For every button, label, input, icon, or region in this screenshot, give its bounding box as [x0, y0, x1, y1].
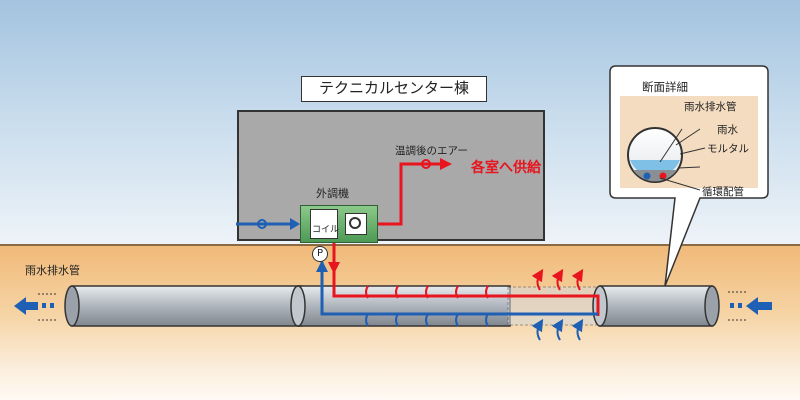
outdoor-unit-label: 外調機	[316, 187, 349, 200]
section-label-drain-pipe: 雨水排水管	[684, 101, 737, 113]
ground-line	[0, 244, 800, 246]
building-title: テクニカルセンター棟	[301, 76, 487, 102]
drain-pipe-right	[592, 285, 720, 327]
flow-arrow-left	[14, 293, 58, 321]
supply-label: 各室へ供給	[471, 160, 541, 176]
coil-label: コイル	[312, 225, 340, 235]
warm-air-label: 温調後のエアー	[395, 145, 468, 157]
drain-pipe-left	[64, 285, 303, 327]
outside-air-intake-arrow	[236, 218, 300, 230]
coil-box	[310, 209, 338, 239]
section-label-mortar: モルタル	[707, 143, 749, 155]
flow-arrow-right	[728, 291, 772, 321]
section-label-rainwater: 雨水	[717, 124, 738, 136]
drain-pipe-middle	[290, 285, 511, 327]
drain-pipe-cutaway	[507, 286, 605, 326]
heat-release-arrows	[365, 268, 584, 299]
fan-icon	[349, 217, 361, 229]
cold-intake-arrows	[365, 313, 584, 341]
supply-air-duct	[378, 158, 452, 226]
section-label-circulation-pipe: 循環配管	[702, 186, 744, 198]
cross-section-title: 断面詳細	[642, 80, 688, 94]
pump-icon: P	[312, 246, 328, 262]
cross-section-callout	[609, 65, 769, 287]
drain-pipe-label: 雨水排水管	[25, 264, 80, 277]
technical-center-building	[237, 110, 545, 241]
